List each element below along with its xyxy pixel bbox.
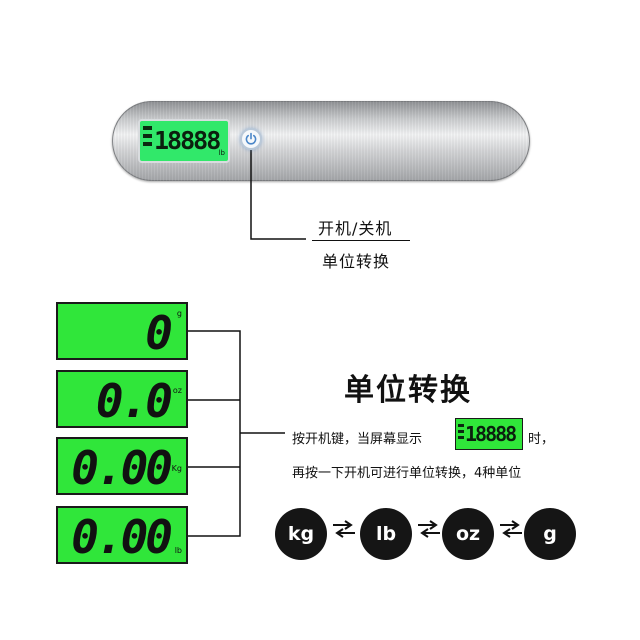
unit-g-circle: g bbox=[524, 508, 576, 560]
device-lcd-unit: lb bbox=[218, 149, 225, 157]
ounces-display-panel: 0.0 oz bbox=[56, 370, 188, 428]
unit-oz-circle: oz bbox=[442, 508, 494, 560]
device-lcd-digits: 18888 bbox=[154, 126, 221, 155]
device-lcd-screen: 18888 lb bbox=[138, 119, 230, 163]
power-button[interactable] bbox=[240, 128, 262, 150]
panel-unit: Kg bbox=[171, 464, 182, 473]
swap-arrows-icon bbox=[333, 520, 355, 538]
description-line-2: 再按一下开机可进行单位转换，4种单位 bbox=[292, 466, 522, 481]
panel-unit: lb bbox=[174, 546, 182, 555]
pounds-display-panel: 0.00 lb bbox=[56, 506, 188, 564]
grams-display-panel: 0 g bbox=[56, 302, 188, 360]
unit-kg-circle: kg bbox=[275, 508, 327, 560]
panel-unit: oz bbox=[172, 386, 182, 395]
callout-divider bbox=[312, 240, 410, 241]
swap-arrows-icon bbox=[418, 520, 440, 538]
swap-arrows-icon bbox=[500, 520, 522, 538]
lcd-markers bbox=[458, 424, 464, 442]
description-line-1: 按开机键，当屏幕显示 bbox=[292, 432, 423, 447]
description-suffix: 时， bbox=[528, 432, 555, 447]
panel-value: 0.00 bbox=[71, 510, 173, 564]
unit-lb-circle: lb bbox=[360, 508, 412, 560]
panel-value: 0.0 bbox=[95, 374, 173, 428]
lcd-markers bbox=[143, 126, 152, 150]
panel-value: 0 bbox=[145, 306, 173, 360]
section-title: 单位转换 bbox=[344, 373, 472, 408]
kilograms-display-panel: 0.00 Kg bbox=[56, 437, 188, 495]
power-toggle-label: 开机/关机 bbox=[318, 219, 393, 238]
power-icon bbox=[245, 132, 257, 145]
luggage-scale-body bbox=[112, 101, 530, 181]
unit-switch-label: 单位转换 bbox=[322, 252, 391, 271]
panel-unit: g bbox=[176, 309, 182, 318]
inline-lcd: 18888 bbox=[455, 418, 523, 450]
inline-lcd-digits: 18888 bbox=[465, 422, 517, 446]
panel-value: 0.00 bbox=[71, 441, 173, 495]
